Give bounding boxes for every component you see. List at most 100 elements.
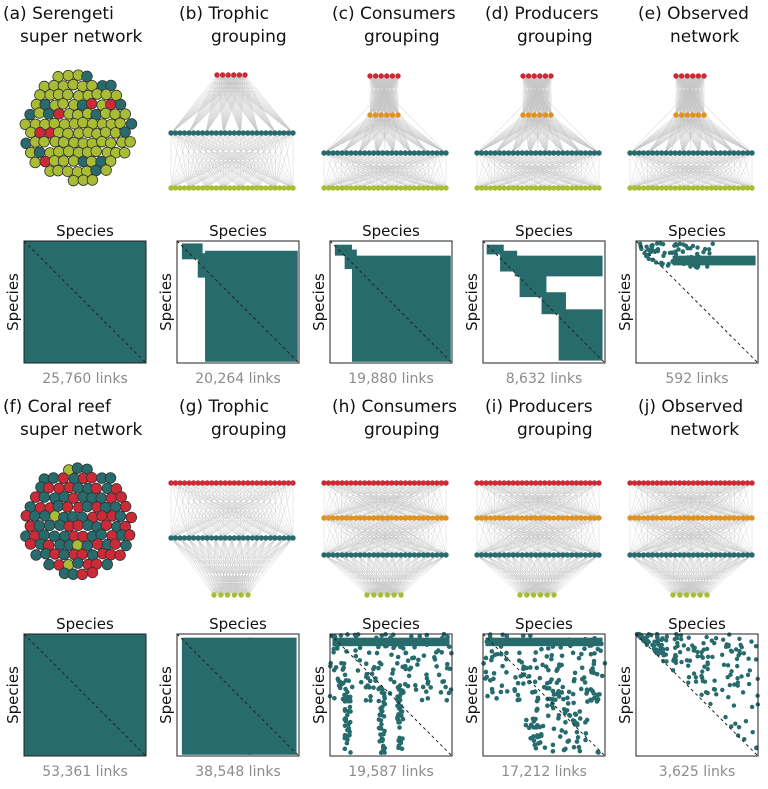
trophic-link	[323, 482, 420, 519]
matrix-frame	[329, 633, 453, 757]
species-node	[525, 73, 532, 79]
axis-label-top: Species	[515, 615, 573, 633]
species-node	[86, 566, 99, 579]
matrix-point	[660, 241, 666, 247]
species-node	[474, 552, 480, 558]
matrix-point	[680, 249, 686, 254]
species-node	[560, 480, 566, 486]
matrix-diagonal	[635, 240, 759, 364]
species-node	[90, 145, 102, 157]
species-node	[352, 552, 359, 558]
matrix-point	[594, 699, 600, 704]
matrix-diagonal	[23, 240, 147, 364]
species-node	[519, 480, 525, 486]
species-node	[366, 552, 372, 558]
matrix-point	[571, 744, 577, 750]
matrix-point	[342, 692, 347, 698]
trophic-link	[476, 482, 504, 519]
matrix-point	[712, 687, 718, 692]
trophic-link	[349, 554, 377, 596]
matrix-frame	[23, 240, 147, 364]
matrix-point	[663, 652, 669, 657]
trophic-link	[476, 152, 495, 189]
network-g	[168, 480, 296, 598]
trophic-link	[240, 74, 244, 134]
trophic-link	[170, 482, 224, 539]
matrix-point	[540, 662, 545, 668]
trophic-link	[179, 537, 224, 596]
species-node	[478, 185, 485, 191]
panel-title-line1: (e) Observed	[638, 4, 749, 24]
layer-green	[627, 185, 755, 191]
trophic-link	[629, 482, 709, 519]
trophic-link	[476, 517, 504, 556]
species-node	[384, 112, 390, 118]
trophic-link	[734, 517, 744, 556]
matrix-point	[545, 713, 551, 719]
trophic-link	[563, 152, 591, 189]
matrix-point	[739, 674, 744, 679]
matrix-point	[746, 656, 751, 661]
trophic-link	[548, 554, 600, 596]
trophic-link	[371, 554, 447, 596]
trophic-link	[629, 152, 674, 189]
trophic-link	[214, 537, 249, 596]
species-node	[181, 480, 188, 486]
species-node	[393, 515, 399, 521]
links-count: 19,587 links	[348, 764, 434, 780]
matrix-point	[381, 731, 386, 737]
trophic-link	[188, 537, 220, 596]
species-node	[254, 130, 260, 136]
trophic-link	[540, 114, 565, 154]
trophic-link	[629, 152, 657, 189]
species-node	[181, 130, 188, 136]
matrix-point	[366, 650, 372, 656]
species-node	[361, 552, 368, 558]
trophic-link	[695, 114, 700, 154]
trophic-link	[699, 554, 703, 596]
species-node	[677, 150, 683, 156]
trophic-link	[546, 114, 550, 154]
trophic-link	[476, 517, 565, 556]
trophic-link	[213, 537, 285, 596]
trophic-link	[284, 132, 294, 189]
panel-title-line1: (i) Producers	[485, 397, 593, 417]
species-node	[204, 130, 210, 136]
trophic-link	[629, 152, 735, 189]
species-node	[474, 515, 480, 521]
axis-label-top: Species	[668, 615, 726, 633]
matrix-point	[526, 673, 532, 679]
species-node	[43, 558, 55, 571]
species-node	[267, 185, 274, 191]
trophic-link	[376, 152, 438, 189]
adjacency-matrix-e	[635, 240, 759, 364]
trophic-link	[228, 537, 294, 596]
trophic-link	[367, 554, 377, 596]
matrix-point	[397, 697, 403, 703]
trophic-link	[376, 554, 402, 596]
species-node	[686, 150, 692, 156]
trophic-link	[188, 74, 246, 134]
trophic-link	[529, 114, 546, 154]
species-node	[168, 130, 174, 136]
trophic-link	[548, 75, 552, 116]
trophic-link	[563, 482, 600, 519]
matrix-point	[576, 744, 582, 750]
matrix-point	[390, 667, 396, 673]
species-node	[717, 150, 724, 156]
species-node	[722, 185, 728, 191]
trophic-link	[529, 517, 600, 556]
trophic-link	[376, 554, 447, 596]
matrix-point	[403, 666, 408, 672]
species-node	[704, 552, 710, 558]
species-node	[204, 185, 210, 191]
matrix-point	[695, 245, 700, 250]
matrix-point	[499, 683, 505, 689]
trophic-link	[170, 132, 215, 189]
matrix-point	[399, 709, 405, 714]
species-node	[537, 480, 543, 486]
species-node	[582, 552, 589, 558]
trophic-link	[395, 554, 438, 596]
trophic-link	[376, 554, 392, 596]
trophic-link	[234, 74, 259, 134]
